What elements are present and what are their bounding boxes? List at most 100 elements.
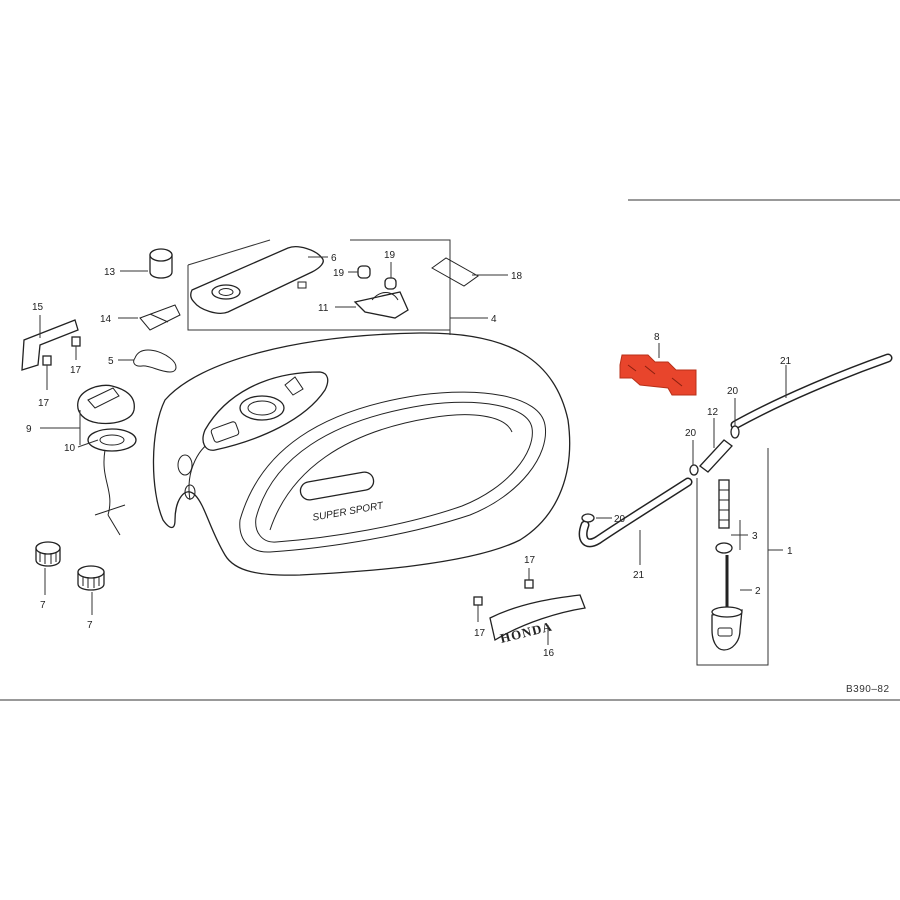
fuel-valve-flange bbox=[711, 606, 743, 618]
callout-19a: 19 bbox=[333, 268, 345, 279]
callout-19b: 19 bbox=[384, 250, 396, 261]
honda-emblem-plate bbox=[489, 594, 586, 642]
grommet-19-a bbox=[357, 265, 371, 279]
rubber-b-ribs bbox=[82, 576, 100, 588]
callout-7b: 7 bbox=[87, 620, 93, 631]
clip-20-lower bbox=[581, 513, 595, 523]
fuel-cap-gasket-inner bbox=[99, 434, 125, 446]
fuel-tube-lower-fill bbox=[580, 479, 691, 546]
cover-bracket-shape bbox=[353, 291, 409, 319]
callout-20b: 20 bbox=[685, 428, 697, 439]
rubber-a-ribs bbox=[39, 552, 57, 564]
clip-20-middle bbox=[689, 464, 699, 476]
filler-neck-inner bbox=[247, 400, 277, 416]
callout-3: 3 bbox=[752, 531, 758, 542]
part-20-clip-lower: 20 bbox=[581, 513, 626, 525]
tank-side-panel-inner bbox=[255, 401, 533, 543]
valve-group-bracket bbox=[696, 448, 769, 666]
fuel-tank: SUPER SPORT bbox=[152, 332, 571, 576]
part-14-hinge-spring: 14 bbox=[100, 304, 181, 331]
grommet-19-b bbox=[384, 277, 397, 290]
tank-stripe bbox=[269, 414, 513, 531]
part-6-cap-cover: 6 bbox=[190, 246, 337, 314]
tank-side-panel-outer bbox=[239, 391, 547, 553]
leader-10 bbox=[77, 439, 99, 448]
fuel-tube-upper-fill bbox=[732, 355, 891, 428]
bracket-plate bbox=[21, 319, 79, 371]
callout-15: 15 bbox=[32, 302, 44, 313]
fuel-cap-body bbox=[77, 384, 135, 425]
filler-neck bbox=[239, 395, 285, 421]
part-8-tank-cushion: 8 bbox=[619, 332, 697, 396]
tank-mount-hole-front bbox=[177, 454, 193, 476]
tank-badge-frame bbox=[299, 471, 375, 501]
clip-shape bbox=[133, 349, 177, 373]
diagram-reference-code: B390–82 bbox=[846, 684, 890, 695]
callout-6: 6 bbox=[331, 253, 337, 264]
callout-16: 16 bbox=[543, 648, 555, 659]
tank-body bbox=[152, 332, 571, 576]
part-19-grommets: 19 19 bbox=[333, 250, 397, 290]
part-1-fuel-valve-group: 1 bbox=[696, 448, 793, 666]
rubber-a-top bbox=[35, 541, 61, 555]
callout-9: 9 bbox=[26, 424, 32, 435]
part-2-fuel-valve: 2 bbox=[711, 555, 761, 651]
clip-20-upper bbox=[730, 425, 740, 439]
group-box-diagonal bbox=[187, 239, 271, 266]
fuel-valve-lever bbox=[717, 627, 733, 637]
callout-5: 5 bbox=[108, 356, 114, 367]
tank-cushion-highlighted bbox=[619, 354, 697, 396]
part-5-clip: 5 bbox=[108, 349, 177, 373]
strainer-tube bbox=[718, 479, 730, 529]
callout-17-right: 17 bbox=[70, 365, 82, 376]
cap-hinge-mount bbox=[210, 421, 240, 443]
rubber-b-top bbox=[77, 565, 105, 579]
callout-11: 11 bbox=[318, 303, 329, 314]
cap-cover-opening-inner bbox=[218, 288, 234, 296]
screw-17-emblem-right bbox=[524, 579, 534, 589]
part-20-clip-upper: 20 bbox=[727, 386, 740, 439]
callout-20c: 20 bbox=[614, 514, 626, 525]
fuel-cap-gasket bbox=[87, 428, 137, 452]
part-11-cover-bracket: 11 bbox=[318, 291, 409, 319]
part-18-label: 18 bbox=[431, 257, 523, 287]
callout-10: 10 bbox=[64, 443, 76, 454]
part-3-strainer: 3 bbox=[715, 479, 758, 554]
part-16-honda-emblem: HONDA 16 17 17 bbox=[473, 555, 586, 659]
nut-17-left bbox=[42, 355, 52, 366]
callout-4: 4 bbox=[491, 314, 497, 325]
strainer-washer bbox=[715, 542, 733, 554]
fuel-valve-body bbox=[711, 609, 743, 651]
tank-cushion-detail bbox=[627, 364, 683, 387]
hinge-spring-shape bbox=[139, 304, 181, 331]
callout-7a: 7 bbox=[40, 600, 46, 611]
part-15-bracket: 15 17 17 bbox=[21, 302, 82, 409]
callout-18: 18 bbox=[511, 271, 523, 282]
callout-17-left: 17 bbox=[38, 398, 50, 409]
tank-mount-hole-lower bbox=[184, 484, 196, 500]
strainer-mesh bbox=[719, 489, 729, 521]
part-12-tube-joint: 12 bbox=[699, 407, 733, 473]
part-7-rubber-a: 7 bbox=[35, 541, 61, 611]
cap-tether bbox=[94, 449, 126, 536]
cap-cover-tab bbox=[297, 281, 307, 289]
callout-21a: 21 bbox=[780, 356, 792, 367]
part-21-fuel-tube-upper: 21 bbox=[730, 353, 893, 430]
callout-1: 1 bbox=[787, 546, 793, 557]
cap-cover-opening bbox=[211, 284, 241, 300]
lock-bracket bbox=[284, 376, 304, 396]
part-13-key-cylinder: 13 bbox=[104, 248, 173, 279]
hinge-spring-detail bbox=[149, 313, 169, 323]
screw-17-emblem-left bbox=[473, 596, 483, 606]
cap-cover-plate bbox=[190, 246, 324, 314]
tube-joint-body bbox=[699, 439, 733, 473]
part-9-fuel-cap: 9 10 bbox=[26, 384, 137, 536]
callout-12: 12 bbox=[707, 407, 719, 418]
callout-20a: 20 bbox=[727, 386, 739, 397]
nut-17-right bbox=[71, 336, 81, 347]
callout-13: 13 bbox=[104, 267, 116, 278]
fuel-cap-tab bbox=[87, 387, 120, 409]
cover-bracket-loop bbox=[371, 292, 399, 301]
